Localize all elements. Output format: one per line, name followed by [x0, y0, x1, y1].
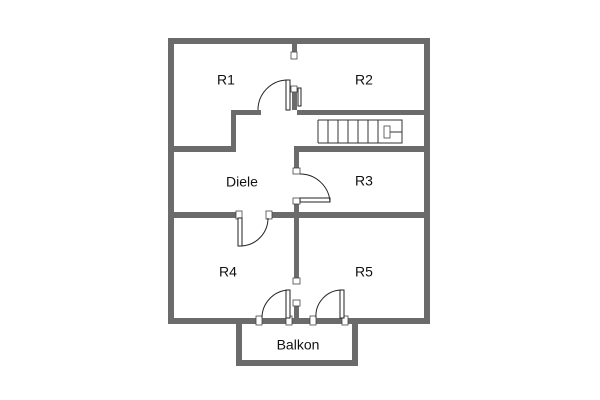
- door-r4[interactable]: [235, 210, 273, 247]
- wall-mid-left: [174, 212, 238, 218]
- wall-r4-r5-upper: [294, 218, 299, 278]
- wall-diele-r3-lower: [294, 204, 299, 218]
- door-balkon-left-leaf: [285, 289, 291, 319]
- door-r3-swing-arc: [299, 173, 331, 203]
- room-label-balkon: Balkon: [277, 337, 320, 353]
- door-balkon-left[interactable]: [255, 289, 293, 326]
- door-r3-jamb-top: [292, 167, 301, 175]
- balcony: [236, 324, 358, 366]
- door-balkon-right[interactable]: [309, 289, 349, 326]
- wall-r4-r5-lower: [294, 306, 299, 318]
- door-r2-leaf: [297, 87, 302, 107]
- balcony-wall-left: [236, 324, 242, 366]
- door-r3-leaf: [299, 197, 331, 203]
- door-r1-jamb-bottom: [290, 85, 298, 93]
- balcony-wall-bottom: [236, 360, 358, 366]
- door-r5-jamb-top: [292, 277, 301, 285]
- door-r4-swing-arc: [241, 217, 269, 247]
- door-balkon-left-jamb-left: [255, 315, 263, 326]
- room-label-r3: R3: [355, 173, 373, 189]
- wall-r1-notch-top: [231, 110, 261, 115]
- wall-r2-bottom: [297, 110, 424, 115]
- door-r2[interactable]: [297, 87, 302, 107]
- door-r4-jamb-right: [265, 210, 273, 220]
- room-label-r1: R1: [217, 72, 235, 88]
- door-balkon-right-leaf: [339, 289, 345, 319]
- door-balkon-right-swing-arc: [315, 289, 343, 319]
- door-balkon-left-swing-arc: [261, 289, 289, 319]
- wall-top: [168, 38, 430, 44]
- door-r4-leaf: [237, 217, 243, 247]
- wall-right: [424, 38, 430, 324]
- door-r3-jamb-bottom: [292, 197, 301, 205]
- door-r1-swing-arc: [257, 79, 287, 111]
- room-labels: R1 R2 R3 Diele R4 R5 Balkon: [217, 72, 373, 353]
- wall-r1-r2-lower: [292, 86, 297, 110]
- interior-walls: [174, 44, 424, 318]
- stair-outline-bottom: [318, 132, 403, 144]
- stair-outline-top: [318, 119, 403, 132]
- room-label-r5: R5: [355, 264, 373, 280]
- door-r1-jamb-top: [290, 51, 298, 60]
- door-balkon-right-jamb-left: [309, 315, 317, 326]
- wall-r1-notch-vertical: [231, 110, 236, 152]
- room-label-r2: R2: [355, 72, 373, 88]
- wall-bottom: [168, 318, 430, 324]
- wall-diele-r3-upper: [294, 146, 299, 168]
- door-r3[interactable]: [292, 167, 331, 205]
- balcony-wall-right: [352, 324, 358, 366]
- staircase: [317, 119, 403, 144]
- door-r5-jamb-bottom: [292, 299, 301, 307]
- door-balkon-right-jamb-right: [341, 315, 349, 326]
- door-r5-side[interactable]: [292, 277, 301, 307]
- door-r1-leaf: [285, 79, 291, 111]
- wall-r1-r2-upper: [292, 44, 297, 52]
- stair-handrail-post: [383, 125, 391, 139]
- room-label-diele: Diele: [226, 174, 258, 190]
- outer-walls: [168, 38, 430, 324]
- door-r1[interactable]: [257, 51, 298, 111]
- wall-mid-right: [270, 212, 424, 218]
- wall-r1-bottom-left: [174, 146, 236, 152]
- wall-r3-top: [297, 146, 424, 152]
- wall-left: [168, 38, 174, 324]
- room-label-r4: R4: [219, 264, 237, 280]
